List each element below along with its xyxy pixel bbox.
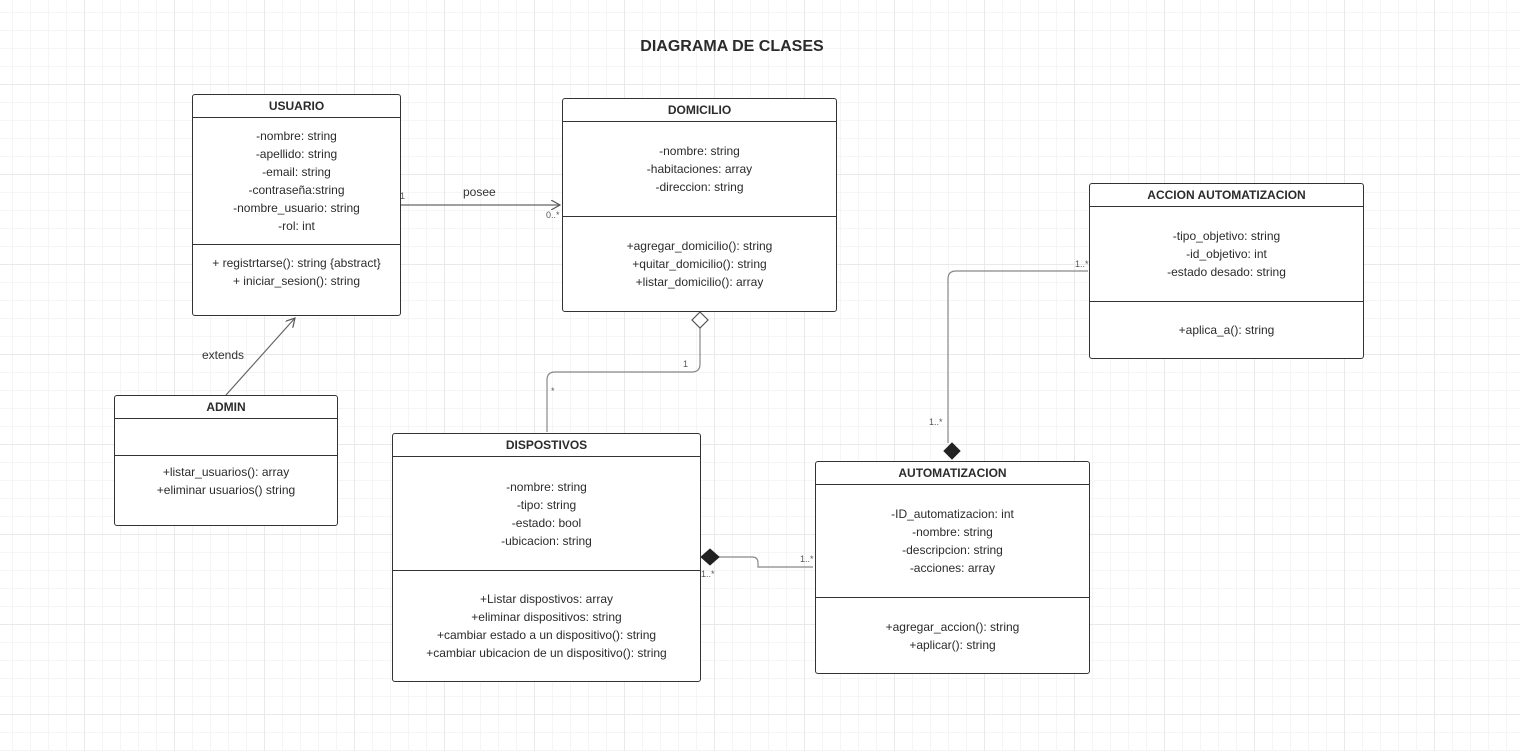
attribute: -descripcion: string [902,543,1003,557]
class-name: ADMIN [115,396,337,419]
method: +eliminar usuarios() string [156,483,296,497]
attribute: -nombre: string [256,129,337,143]
method: +cambiar ubicacion de un dispositivo(): … [426,646,667,660]
attribute: -tipo: string [516,497,577,512]
method: +Listar dispostivos: array [479,592,614,606]
method: +listar_usuarios(): array [162,465,290,479]
class-name: USUARIO [193,95,400,118]
diagram-title: DIAGRAMA DE CLASES [640,38,824,55]
generalization-admin-usuario[interactable] [225,318,295,396]
attributes-compartment: -nombre: string -habitaciones: array -di… [563,122,836,217]
aggregation-whole-multiplicity: 1 [683,359,689,369]
methods-compartment: +agregar_accion(): string +aplicar(): st… [816,598,1089,673]
attribute: -ID_automatizacion: int [891,507,1014,521]
attributes-compartment: -nombre: string -apellido: string -email… [193,118,400,245]
composition-dispositivos-automatizacion[interactable] [718,556,813,568]
automatizacion-dispositivos-multiplicity: 1..* [800,554,814,564]
composition-diamond-dispositivos [700,548,720,566]
composition-accion-automatizacion[interactable] [947,270,1088,443]
attribute: -acciones: array [909,561,996,575]
attribute: -email: string [262,165,331,179]
usuario-multiplicity: 1 [400,191,406,201]
methods-compartment: +agregar_domicilio(): string +quitar_dom… [563,217,836,311]
attribute: -estado: bool [511,515,582,530]
attribute: -apellido: string [255,147,338,161]
attribute: -id_objetivo: int [1186,247,1267,261]
class-name: ACCION AUTOMATIZACION [1090,184,1363,207]
class-name: AUTOMATIZACION [816,462,1089,485]
domicilio-multiplicity: 0..* [546,210,560,220]
method: + iniciar_sesion(): string [232,274,361,288]
methods-compartment: +Listar dispostivos: array +eliminar dis… [393,571,700,681]
attributes-compartment: -ID_automatizacion: int -nombre: string … [816,485,1089,598]
accion-multiplicity: 1..* [1075,259,1089,269]
class-admin[interactable]: ADMIN +listar_usuarios(): array +elimina… [114,395,338,526]
attribute: -contraseña:string [248,183,345,197]
method: +agregar_accion(): string [885,619,1020,634]
class-usuario[interactable]: USUARIO -nombre: string -apellido: strin… [192,94,401,316]
method: +aplicar(): string [909,637,996,652]
aggregation-part-multiplicity: * [551,386,555,396]
method: +cambiar estado a un dispositivo(): stri… [436,628,657,642]
class-domicilio[interactable]: DOMICILIO -nombre: string -habitaciones:… [562,98,837,312]
class-accion-automatizacion[interactable]: ACCION AUTOMATIZACION -tipo_objetivo: st… [1089,183,1364,359]
class-dispositivos[interactable]: DISPOSTIVOS -nombre: string -tipo: strin… [392,433,701,682]
attributes-compartment: -nombre: string -tipo: string -estado: b… [393,457,700,571]
class-name: DISPOSTIVOS [393,434,700,457]
method: +quitar_domicilio(): string [632,257,767,271]
attribute: -tipo_objetivo: string [1172,229,1281,243]
attributes-compartment: -tipo_objetivo: string -id_objetivo: int… [1090,207,1363,302]
methods-compartment: +listar_usuarios(): array +eliminar usua… [115,456,337,525]
attribute: -nombre: string [506,479,587,494]
method: +aplica_a(): string [1178,323,1275,337]
attribute: -nombre_usuario: string [233,201,360,215]
method: +listar_domicilio(): array [635,275,764,289]
attribute: -nombre: string [912,525,993,539]
extends-label: extends [202,348,245,362]
posee-label: posee [463,185,496,199]
attribute: -estado desado: string [1167,265,1286,279]
attribute: -direccion: string [655,180,744,194]
attribute: -nombre: string [659,144,740,158]
methods-compartment: + registrtarse(): string {abstract} + in… [193,245,400,315]
method: + registrtarse(): string {abstract} [212,256,381,270]
method: +agregar_domicilio(): string [626,239,773,253]
attribute: -rol: int [278,219,315,233]
attributes-compartment [115,419,337,456]
composition-diamond-automatizacion [943,442,961,460]
attribute: -habitaciones: array [646,162,753,176]
attribute: -ubicacion: string [501,533,592,548]
class-automatizacion[interactable]: AUTOMATIZACION -ID_automatizacion: int -… [815,461,1090,674]
methods-compartment: +aplica_a(): string [1090,302,1363,358]
aggregation-domicilio-dispositivos[interactable] [546,328,701,432]
method: +eliminar dispositivos: string [471,610,622,624]
automatizacion-multiplicity: 1..* [929,417,943,427]
aggregation-diamond [691,311,709,329]
class-name: DOMICILIO [563,99,836,122]
dispositivos-multiplicity: 1..* [701,569,715,579]
